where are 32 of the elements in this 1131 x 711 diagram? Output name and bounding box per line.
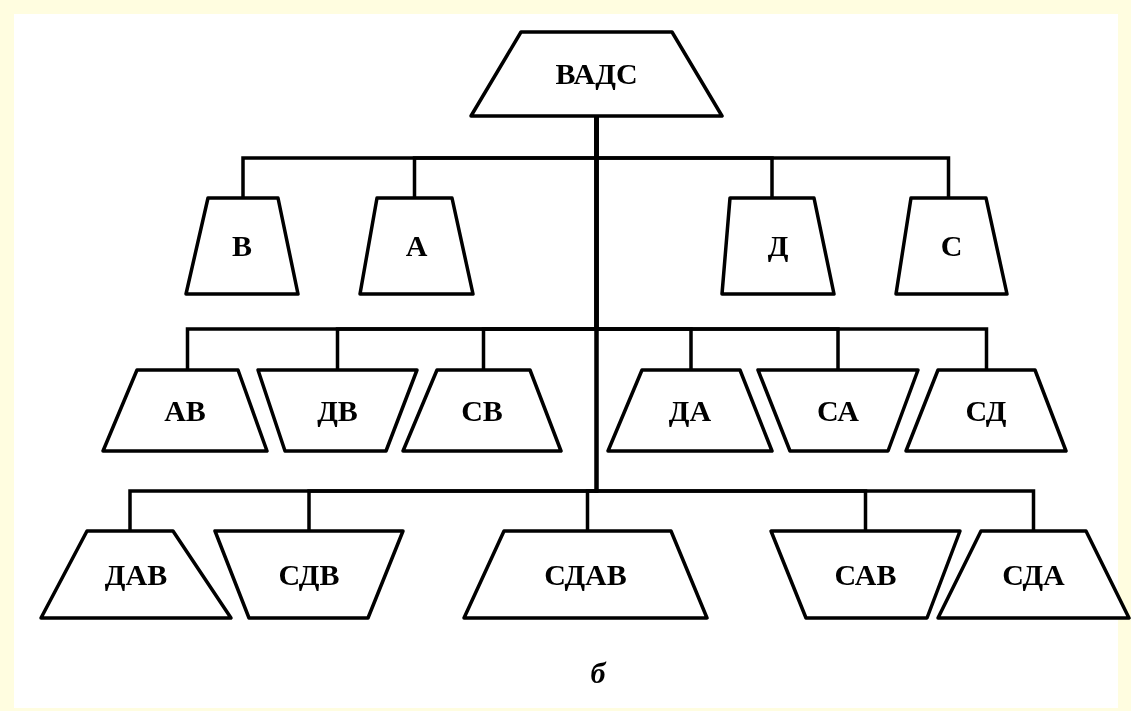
trapezoid-box xyxy=(771,531,960,618)
node-label: ДАВ xyxy=(104,557,168,592)
node-label: СДАВ xyxy=(544,557,627,592)
caption: б xyxy=(590,656,606,690)
node-label: СДА xyxy=(1002,557,1065,592)
trapezoid-box xyxy=(471,32,722,116)
trapezoid-box xyxy=(722,198,834,294)
trapezoid-box xyxy=(608,370,772,451)
node-label: АВ xyxy=(164,393,206,428)
node-label: СВ xyxy=(461,393,503,428)
trapezoid-box xyxy=(215,531,403,618)
trapezoid-box xyxy=(41,531,231,618)
trapezoid-box xyxy=(403,370,561,451)
node-label: В xyxy=(232,229,252,263)
trapezoid-box xyxy=(103,370,267,451)
node-label: Д xyxy=(767,229,789,263)
trapezoid-box xyxy=(758,370,918,451)
trapezoid-box xyxy=(464,531,707,618)
trapezoid-box xyxy=(906,370,1066,451)
node-label: С xyxy=(940,229,963,263)
node-label: ДА xyxy=(668,393,712,428)
node-label: СД xyxy=(965,393,1007,428)
trapezoid-box xyxy=(938,531,1129,618)
trapezoid-box xyxy=(186,198,298,294)
node-label: САВ xyxy=(834,557,897,592)
trapezoid-box xyxy=(360,198,473,294)
trapezoid-box xyxy=(258,370,417,451)
node-label: ДВ xyxy=(317,393,358,428)
node-label: СА xyxy=(817,393,859,428)
node-label: ВАДС xyxy=(555,57,638,91)
node-label: СДВ xyxy=(278,557,340,592)
node-label: А xyxy=(405,229,428,263)
